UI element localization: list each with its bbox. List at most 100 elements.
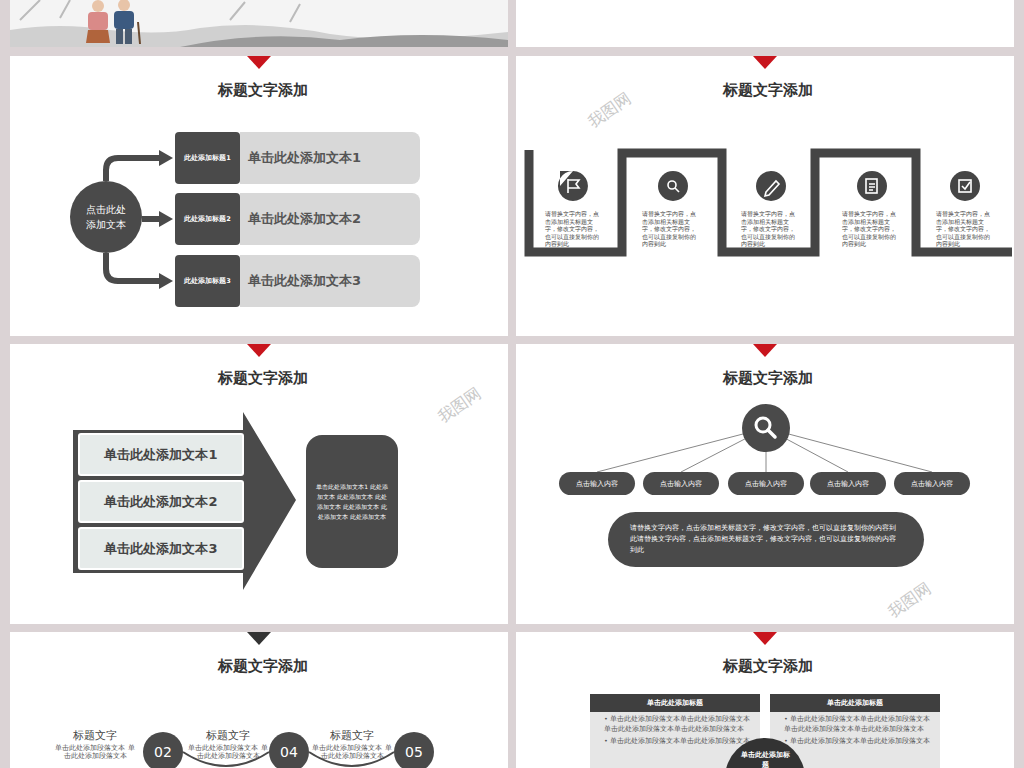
- decor-circle: [756, 171, 786, 201]
- step-note: 请替换文字内容，点击添加相关标题文字，修改文字内容，也可以直接复制你的内容到此: [545, 211, 601, 249]
- summary-box: 单击此处添加文本1 此处添加文本 此处添加文本 此处添加文本 此处添加文本 此处…: [306, 435, 398, 568]
- decor-path: [10, 25, 508, 47]
- bullet-text: • 单击此处添加段落文本单击此处添加段落文本: [770, 734, 940, 746]
- step-note: 请替换文字内容，点击添加相关标题文字，修改文字内容，也可以直接复制你的内容到此: [642, 211, 698, 249]
- keyword-pill: 点击输入内容: [894, 472, 970, 495]
- decor-path: [675, 188, 679, 192]
- node-text: 单击此处添加文本1 此处添加文本 此处添加文本 此处添加文本 此处添加文本 此处…: [316, 482, 388, 522]
- decor-polygon: [159, 211, 173, 227]
- decor-path: [247, 632, 271, 645]
- decor-path: [106, 253, 161, 281]
- item-heading: 标题文字: [60, 729, 130, 743]
- decor-line: [138, 22, 140, 44]
- decor-circle: [658, 171, 688, 201]
- decor-path: [568, 179, 579, 193]
- item-heading: 标题文字: [317, 729, 387, 743]
- number-circle: 02: [143, 732, 183, 768]
- decor-rect: [959, 180, 971, 192]
- decor-rect: [516, 0, 1014, 47]
- decor-path: [106, 158, 161, 181]
- slide-title: 标题文字添加: [213, 369, 313, 389]
- decor-rect: [125, 29, 132, 44]
- bullet-text: • 单击此处添加段落文本单击此处添加段落文本 单击此处添加段落文本单击此处添加段…: [770, 712, 940, 734]
- arrow-item-box: 单击此处添加文本2: [78, 480, 244, 523]
- decor-path: [558, 171, 588, 201]
- title-box: 此处添加标题2: [175, 193, 240, 245]
- number-circle: 05: [394, 732, 434, 768]
- node-text: 点击输入内容: [660, 479, 702, 489]
- node-text: 单击此处添加文本3: [104, 540, 217, 558]
- slide-title: 标题文字添加: [213, 657, 313, 677]
- slide-title: 标题文字添加: [718, 81, 818, 101]
- node-text: 此处添加标题3: [184, 277, 231, 286]
- item-text: 单击此处添加段落文本 单击此处添加段落文本: [185, 744, 271, 761]
- node-text: 点击输入内容: [576, 479, 618, 489]
- decor-path: [753, 632, 777, 645]
- arrow-item-box: 单击此处添加文本3: [78, 527, 244, 570]
- decor-circle: [92, 0, 104, 12]
- decor-line: [768, 430, 775, 437]
- step-note: 请替换文字内容，点击添加相关标题文字，修改文字内容，也可以直接复制你的内容到此: [741, 211, 797, 249]
- decor-rect: [114, 11, 134, 29]
- decor-circle: [950, 171, 980, 201]
- text-box: 单击此处添加文本1: [240, 132, 420, 184]
- node-text: 此处添加标题2: [184, 215, 231, 224]
- decor-path: [20, 0, 300, 22]
- item-text: 单击此处添加段落文本 单击此处添加段落文本: [52, 744, 138, 761]
- bullet-text: • 单击此处添加段落文本单击此处添加段落文本: [590, 734, 760, 746]
- node-text: 单击此处添加标题: [770, 694, 940, 712]
- arrow-item-box: 单击此处添加文本1: [78, 433, 244, 476]
- decor-rect: [10, 344, 508, 624]
- keyword-pill: 点击输入内容: [643, 472, 719, 495]
- decor-rect: [10, 0, 508, 47]
- decor-polygon: [159, 273, 173, 289]
- number-circle: 04: [269, 732, 309, 768]
- decor-path: [180, 35, 508, 47]
- decor-circle: [857, 171, 887, 201]
- node-text: 此处添加标题1: [184, 154, 231, 163]
- node-text: 点击此处 添加文本: [84, 202, 128, 232]
- node-text: 02: [154, 744, 172, 760]
- decor-rect: [88, 12, 108, 30]
- decor-path: [753, 344, 777, 357]
- decor-rect: [116, 29, 123, 44]
- decor-rect: [866, 179, 877, 193]
- title-box: 此处添加标题1: [175, 132, 240, 184]
- description-pill: 请替换文字内容，点击添加相关标题文字，修改文字内容，也可以直接复制你的内容到此请…: [608, 512, 924, 567]
- arrow-connector: [142, 211, 173, 227]
- decor-circle: [742, 404, 790, 452]
- decor-path: [142, 216, 161, 222]
- decor-path: [529, 150, 1012, 252]
- decor-path: [869, 184, 875, 190]
- slide-title: 标题文字添加: [213, 81, 313, 101]
- node-text: 点击输入内容: [827, 479, 869, 489]
- node-text: 点击输入内容: [745, 479, 787, 489]
- item-text: 单击此处添加段落文本 单击此处添加段落文本: [309, 744, 395, 761]
- node-text: 单击此处添加文本1: [104, 446, 217, 464]
- node-text: 单击此处添加文本2: [104, 493, 217, 511]
- decor-path: [962, 182, 970, 189]
- node-text: 单击此处添加文本3: [248, 272, 361, 290]
- step-note: 请替换文字内容，点击添加相关标题文字，修改文字内容，也可以直接复制你的内容到此: [842, 211, 898, 249]
- decor-line: [597, 428, 766, 472]
- circle-node: 点击此处 添加文本: [70, 181, 142, 253]
- node-text: 单击此处添加标题: [590, 694, 760, 712]
- item-heading: 标题文字: [193, 729, 263, 743]
- decor-path: [247, 56, 271, 69]
- decor-circle: [118, 0, 130, 11]
- slide-title: 标题文字添加: [718, 657, 818, 677]
- decor-path: [73, 412, 296, 590]
- decor-g: [558, 171, 980, 201]
- decor-path: [247, 344, 271, 357]
- bullet-text: • 单击此处添加段落文本单击此处添加段落文本 单击此处添加段落文本单击此处添加段…: [590, 712, 760, 734]
- node-text: 05: [405, 744, 423, 760]
- decor-path: [753, 56, 777, 69]
- node-text: 点击输入内容: [911, 479, 953, 489]
- decor-line: [766, 428, 932, 472]
- keyword-pill: 点击输入内容: [810, 472, 886, 495]
- text-box: 单击此处添加文本2: [240, 193, 420, 245]
- title-box: 此处添加标题3: [175, 255, 240, 307]
